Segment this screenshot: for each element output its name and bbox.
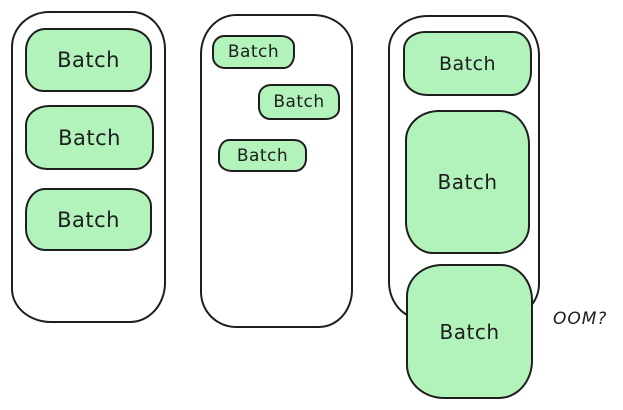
batch-label: Batch [236, 145, 289, 166]
batch-label: Batch [227, 42, 280, 62]
batch-box: Batch [218, 139, 307, 172]
batch-label: Batch [58, 125, 121, 150]
batch-box: Batch [212, 35, 295, 69]
batch-box: Batch [258, 84, 340, 120]
batch-box: Batch [25, 28, 152, 92]
memory-container-left: Batch Batch Batch [11, 11, 166, 323]
batch-label: Batch [439, 319, 500, 344]
batch-box-overflowing: Batch [406, 264, 533, 399]
batch-label: Batch [437, 170, 498, 194]
batch-label: Batch [273, 92, 325, 112]
oom-annotation: OOM? [553, 309, 608, 329]
batch-box: Batch [25, 188, 152, 251]
memory-container-right: Batch Batch Batch [388, 15, 540, 399]
batch-label: Batch [438, 52, 497, 75]
batch-box: Batch [403, 31, 532, 96]
batch-label: Batch [57, 207, 120, 232]
memory-container-middle: Batch Batch Batch [200, 14, 353, 328]
batch-box: Batch [405, 110, 530, 254]
batch-label: Batch [57, 48, 120, 72]
batch-box: Batch [25, 105, 154, 170]
